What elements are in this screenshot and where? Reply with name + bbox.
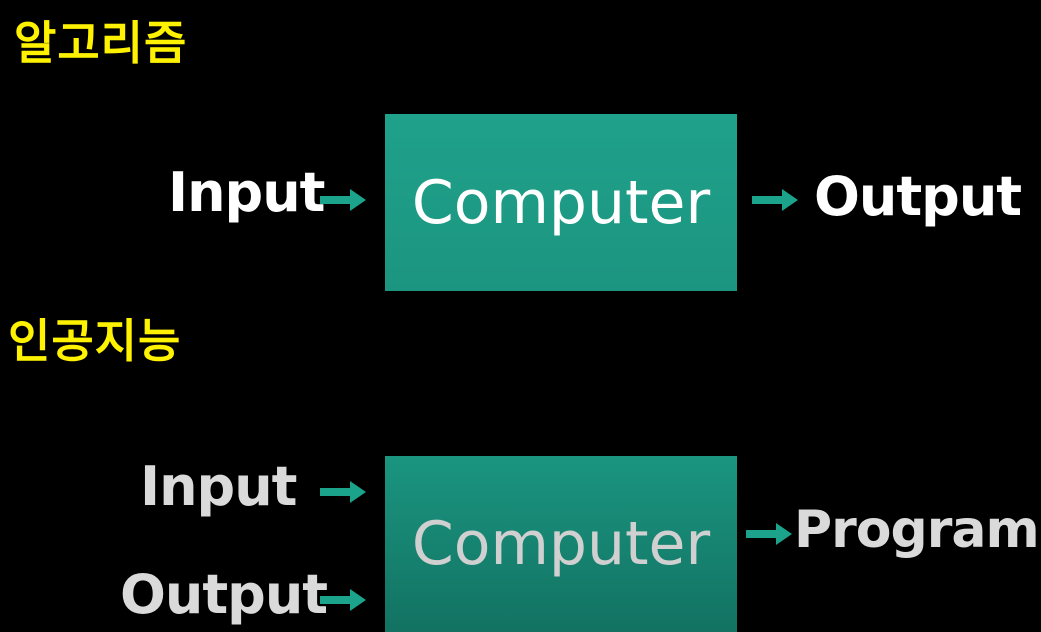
ai-computer-box: Computer <box>385 456 737 632</box>
arrow-right-icon <box>746 523 792 545</box>
algorithm-heading: 알고리즘 <box>14 16 188 70</box>
ai-input-label: Input <box>140 455 297 518</box>
ai-program-label: Program <box>794 500 1040 560</box>
algorithm-computer-label: Computer <box>411 167 711 238</box>
algorithm-output-label: Output <box>814 165 1022 228</box>
ai-heading: 인공지능 <box>8 314 182 368</box>
algorithm-computer-box: Computer <box>385 114 737 291</box>
arrow-right-icon <box>320 589 366 611</box>
ai-computer-label: Computer <box>411 509 711 579</box>
arrow-right-icon <box>320 481 366 503</box>
ai-output-label: Output <box>120 563 328 626</box>
arrow-right-icon <box>752 189 798 211</box>
algorithm-input-label: Input <box>168 161 325 224</box>
arrow-right-icon <box>320 189 366 211</box>
